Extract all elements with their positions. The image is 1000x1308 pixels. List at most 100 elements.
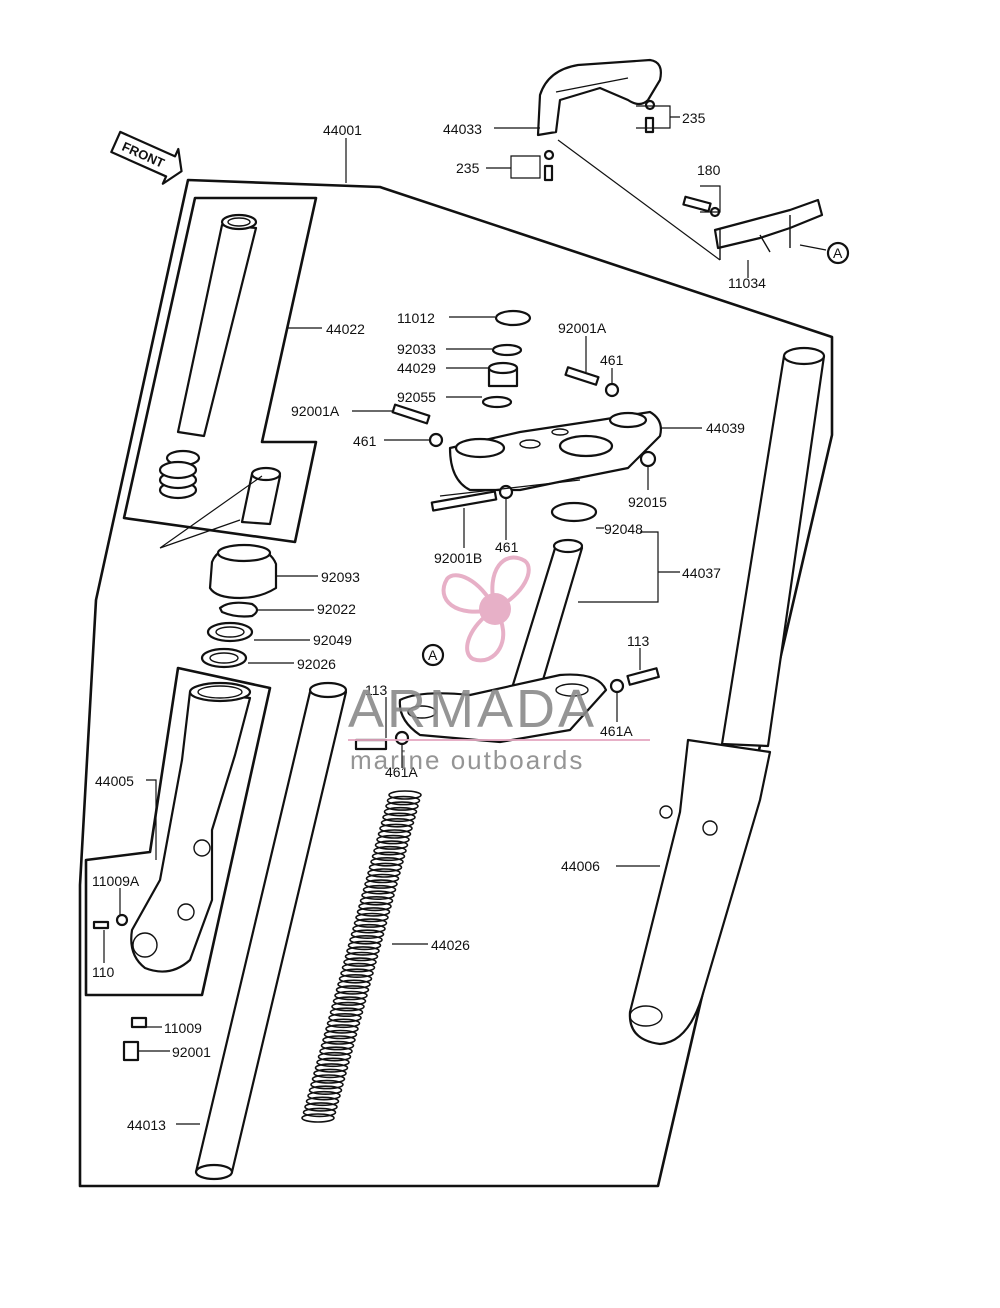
- fork-leg-44006: [628, 346, 826, 1046]
- bolt-92001B: [430, 490, 498, 512]
- label-92033: 92033: [397, 341, 436, 357]
- label-235-bottom: 235: [456, 160, 480, 176]
- spring-coil: [332, 996, 367, 1006]
- bushing-92026: [200, 647, 248, 669]
- watermark: ARMADA marine outboards: [348, 555, 650, 775]
- o-ring-92033: [491, 343, 523, 357]
- spring-coil: [350, 929, 385, 940]
- spring-coil: [386, 795, 421, 806]
- spring-coil: [322, 1035, 356, 1045]
- label-44001: 44001: [323, 122, 362, 138]
- spring-coil: [335, 985, 370, 995]
- spring-coil: [370, 856, 404, 867]
- watermark-tagline: marine outboards: [350, 745, 584, 775]
- spring-coil: [373, 845, 407, 856]
- callout-a-top: A: [833, 245, 843, 261]
- spring-coil: [365, 873, 400, 884]
- callout-a-bottom: A: [428, 647, 438, 663]
- spring-coil: [311, 1074, 346, 1084]
- spring-coil: [314, 1063, 349, 1073]
- label-92015: 92015: [628, 494, 667, 510]
- bolt-235-top: [644, 99, 656, 111]
- spring-coil: [383, 806, 418, 817]
- bolt-113-right: [626, 667, 660, 686]
- leader-lines: [103, 105, 749, 1125]
- spring-coil: [355, 912, 389, 923]
- label-461-top: 461: [600, 352, 624, 368]
- spring-coil: [310, 1079, 344, 1090]
- washer-92015: [639, 450, 657, 468]
- spring-coil: [349, 934, 383, 945]
- spring-coil: [326, 1018, 361, 1029]
- label-92055: 92055: [397, 389, 436, 405]
- label-235-top: 235: [682, 110, 706, 126]
- spring-coil: [337, 979, 371, 990]
- label-92001A-top: 92001A: [558, 320, 607, 336]
- cap-11012: [494, 309, 532, 327]
- dust-cover-92093: [208, 543, 278, 600]
- callout-a-circle-top: [826, 241, 850, 265]
- label-44033: 44033: [443, 121, 482, 137]
- spring-coil: [325, 1024, 359, 1034]
- front-arrow-icon: FRONT: [110, 130, 183, 185]
- handle-bar-44033: [536, 58, 662, 137]
- spring-coil: [367, 868, 401, 878]
- spring-coil: [320, 1040, 355, 1051]
- spring-coil: [359, 895, 394, 906]
- bolt-92001A-left: [391, 403, 431, 425]
- spring-coil: [358, 901, 392, 912]
- spring-coil: [379, 823, 413, 834]
- clip-92022: [218, 601, 259, 618]
- spring-coil: [385, 801, 419, 811]
- label-44013: 44013: [127, 1117, 166, 1133]
- spring-coil: [328, 1012, 362, 1023]
- label-92022: 92022: [317, 601, 356, 617]
- label-44037: 44037: [682, 565, 721, 581]
- washer-11009A: [115, 913, 129, 927]
- spring-coil: [352, 923, 386, 934]
- spring-coil: [331, 1001, 365, 1012]
- spring-coil: [346, 946, 380, 956]
- spring-coil: [364, 879, 398, 889]
- spring-coil: [308, 1085, 343, 1095]
- spring-coil: [380, 817, 415, 828]
- spring-coil: [305, 1096, 340, 1107]
- bolt-92001: [122, 1040, 140, 1062]
- bracket-11034: [682, 195, 824, 260]
- spring-coil: [368, 862, 403, 873]
- part-labels: 44001 44033 235 235 180 11034 44022 1101…: [92, 110, 766, 1133]
- label-11034: 11034: [728, 275, 766, 291]
- spring-coil: [388, 790, 422, 800]
- outer-tube-44005: [130, 681, 252, 973]
- label-461A-right: 461A: [600, 723, 633, 739]
- spring-coil: [329, 1007, 364, 1018]
- bolt-110: [92, 920, 110, 930]
- spring-coil: [374, 840, 409, 850]
- label-44026: 44026: [431, 937, 470, 953]
- label-92001B: 92001B: [434, 550, 482, 566]
- spring-coil: [347, 940, 382, 951]
- spring-coil: [341, 962, 376, 973]
- damper-tube-44013: [194, 681, 348, 1181]
- valve-spring-44022: [158, 460, 198, 500]
- nut-44029: [487, 361, 519, 388]
- inner-tube-44022: [176, 213, 258, 438]
- label-44006: 44006: [561, 858, 600, 874]
- subassembly-frame-44022: [122, 196, 318, 544]
- label-92001: 92001: [172, 1044, 211, 1060]
- spring-coil: [302, 1107, 337, 1118]
- label-44029: 44029: [397, 360, 436, 376]
- bolt-235-top-shank: [644, 116, 655, 134]
- washer-11009: [130, 1016, 148, 1029]
- washer-461-left: [428, 432, 444, 448]
- top-bracket-44039: [448, 410, 662, 492]
- label-44022: 44022: [326, 321, 365, 337]
- steering-stem-44037: [398, 538, 608, 744]
- bearing-92048: [550, 501, 598, 523]
- spring-coil: [334, 990, 368, 1001]
- callout-a-circle-bottom: [421, 643, 445, 667]
- label-180: 180: [697, 162, 721, 178]
- spring-coil: [377, 829, 412, 839]
- subassembly-frame-44005: [84, 666, 272, 997]
